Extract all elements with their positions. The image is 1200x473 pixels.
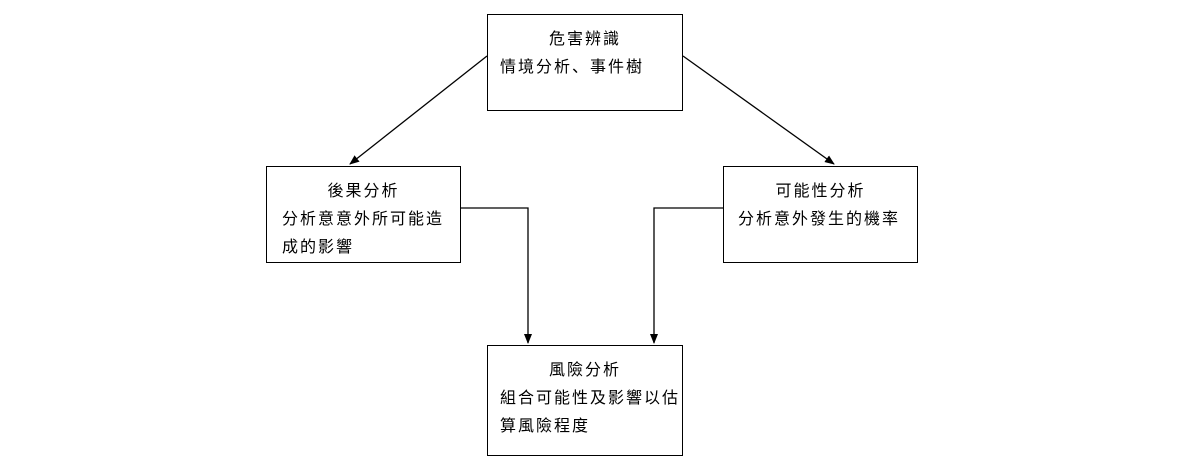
- node-risk-analysis: 風險分析 組合可能性及影響以估算風險程度: [487, 345, 683, 456]
- node-title: 後果分析: [327, 181, 400, 200]
- node-description: 分析意意外所可能造成的影響: [282, 209, 445, 256]
- node-consequence-analysis: 後果分析 分析意意外所可能造成的影響: [266, 166, 461, 263]
- node-description: 分析意外發生的機率: [738, 209, 901, 228]
- arrow-consequence-to-risk: [461, 207, 532, 344]
- node-title: 風險分析: [548, 360, 621, 379]
- node-likelihood-analysis: 可能性分析 分析意外發生的機率: [723, 166, 918, 263]
- node-hazard-identification: 危害辨識 情境分析、事件樹: [487, 14, 683, 111]
- arrow-hazard-to-consequence: [349, 55, 488, 165]
- arrow-hazard-to-likelihood: [682, 55, 835, 165]
- node-title: 可能性分析: [775, 181, 866, 200]
- node-description: 組合可能性及影響以估算風險程度: [500, 388, 681, 435]
- node-description: 情境分析、事件樹: [500, 57, 645, 76]
- node-title: 危害辨識: [548, 29, 621, 48]
- arrow-likelihood-to-risk: [650, 207, 723, 344]
